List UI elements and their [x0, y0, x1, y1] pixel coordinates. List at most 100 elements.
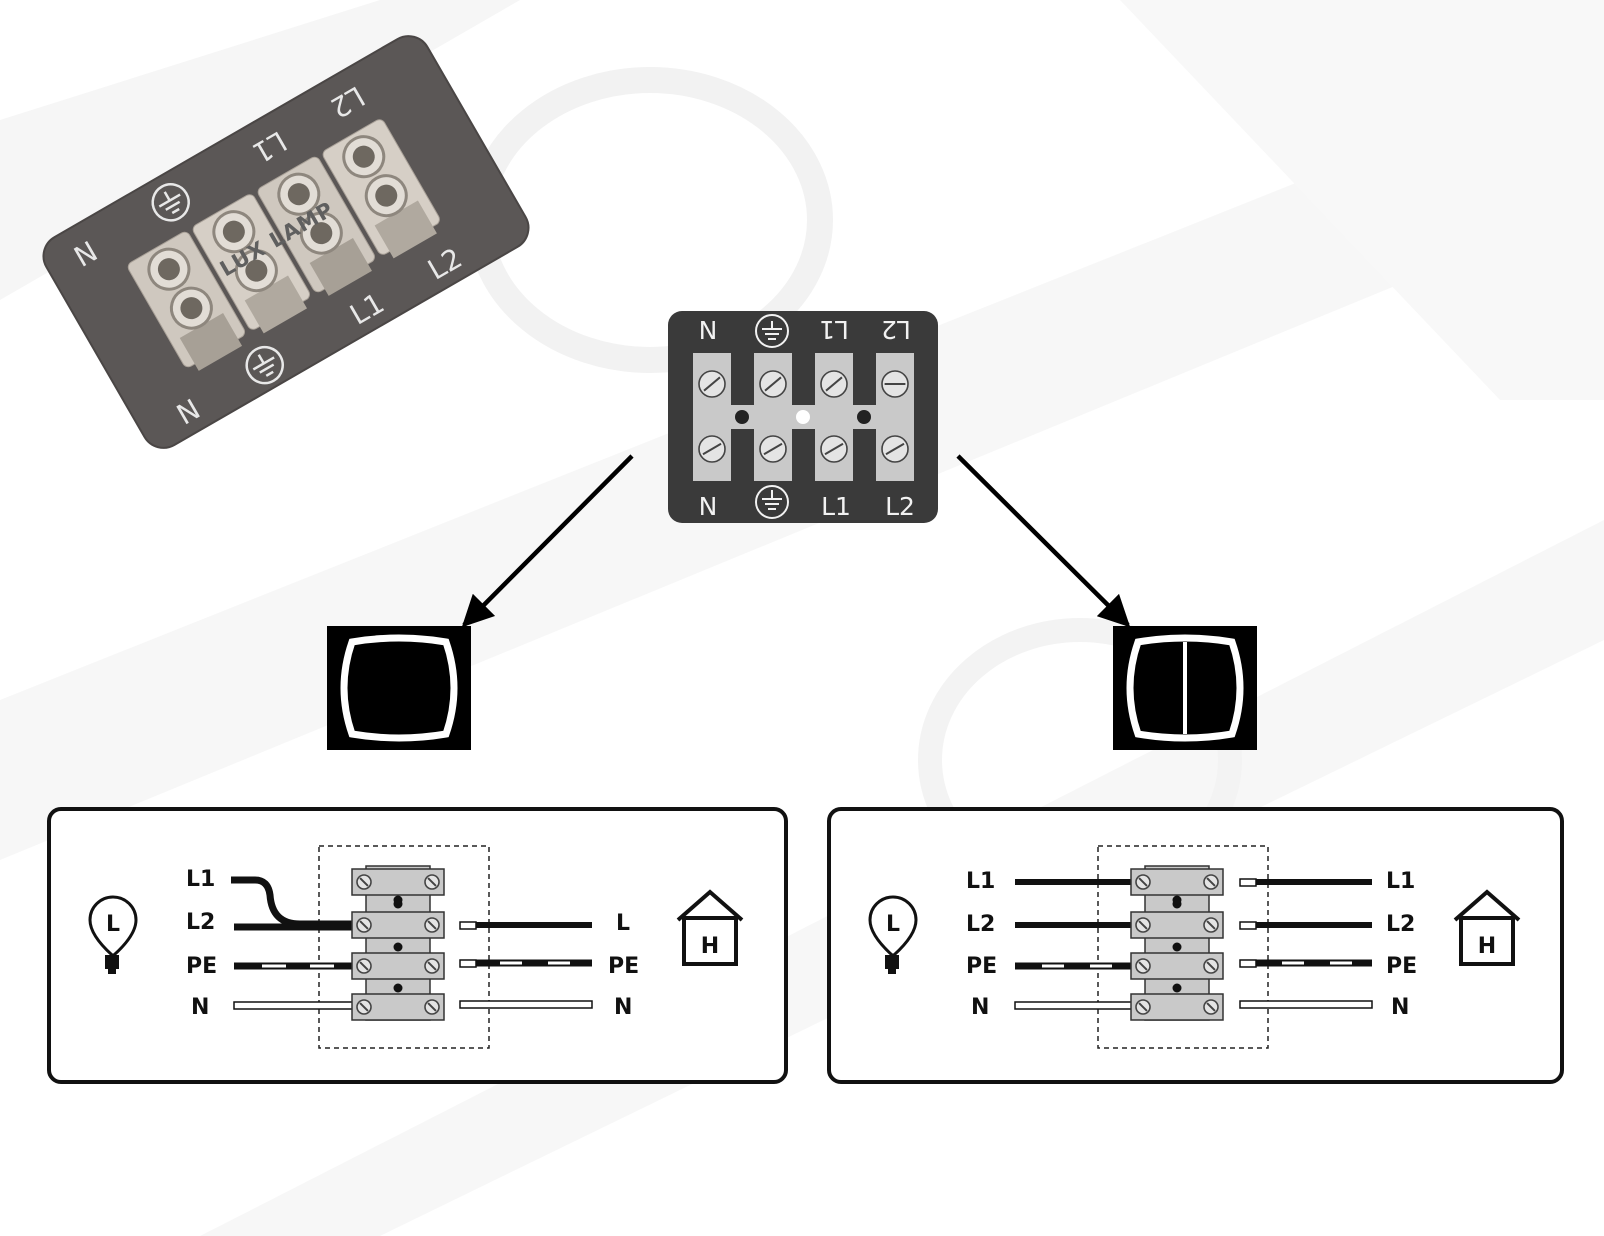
panel-bottom-ground-icon [755, 485, 789, 519]
screw-icon [356, 958, 372, 974]
screw-slot [427, 961, 437, 971]
screw-icon [1203, 958, 1219, 974]
screw-icon [424, 917, 440, 933]
screw-icon [881, 370, 909, 398]
right-terminal-block [1130, 865, 1224, 1021]
screw-slot [1206, 961, 1216, 971]
left-right-label-l: L [616, 911, 630, 936]
screw-slot [1138, 1002, 1148, 1012]
right-label-pe: PE [966, 954, 997, 979]
panel-bottom-label-l2: L2 [885, 492, 915, 521]
arrow-to-double-switch [956, 454, 1131, 628]
screw-icon [424, 958, 440, 974]
screw-icon [1135, 917, 1151, 933]
screw-icon [356, 917, 372, 933]
right-lamp-letter: L [886, 912, 900, 937]
screw-icon [1135, 958, 1151, 974]
screw-icon [820, 435, 848, 463]
right-wire-n [1014, 1001, 1143, 1010]
screw-icon [424, 874, 440, 890]
terminal-rivet [1172, 983, 1182, 993]
right-house-letter: H [1478, 934, 1496, 959]
screw-slot [702, 442, 722, 456]
panel-bottom-label-l1: L1 [821, 492, 851, 521]
right-right-label-pe: PE [1386, 954, 1417, 979]
screw-slot [824, 442, 844, 456]
terminal-rivet [393, 895, 403, 905]
screw-slot [359, 877, 369, 887]
screw-icon [424, 999, 440, 1015]
product-screw-sleeves [147, 135, 408, 330]
screw-icon [698, 370, 726, 398]
left-label-l1: L1 [186, 867, 215, 892]
right-junction-box [1097, 845, 1269, 1049]
product-top-ground-icon [151, 183, 190, 222]
panel-screws [698, 370, 909, 463]
screw-slot [1138, 961, 1148, 971]
product-bottom-ground-icon [245, 345, 284, 385]
terminal-rivet [393, 942, 403, 952]
double-switch-icon [1113, 626, 1257, 750]
screw-icon [1203, 999, 1219, 1015]
right-wire-l2-out-stub [1239, 921, 1257, 930]
left-terminal-block [351, 865, 445, 1021]
terminal-rivet [1172, 895, 1182, 905]
screw-slot [1138, 877, 1148, 887]
screw-icon [820, 370, 848, 398]
left-right-label-n: N [614, 995, 632, 1020]
right-wire-n-out [1239, 1000, 1373, 1009]
screw-slot [1206, 920, 1216, 930]
screw-icon [356, 999, 372, 1015]
screw-icon [1135, 999, 1151, 1015]
lamp-icon [88, 895, 138, 974]
left-label-n: N [191, 995, 209, 1020]
panel-top-label-n: N [699, 316, 718, 345]
screw-icon [1135, 874, 1151, 890]
left-right-label-pe: PE [608, 954, 639, 979]
screw-icon [356, 874, 372, 890]
right-right-label-n: N [1391, 995, 1409, 1020]
right-right-label-l1: L1 [1386, 869, 1415, 894]
single-switch-icon [327, 626, 471, 750]
screw-icon [698, 435, 726, 463]
screw-slot [427, 1002, 437, 1012]
left-wire-l-out-stub [459, 921, 477, 930]
right-wire-pe-out-stub [1239, 959, 1257, 968]
single-switch-wiring-diagram: L1 L2 PE N L PE N L H [47, 807, 788, 1084]
panel-bottom-label-n: N [699, 492, 718, 521]
left-wire-pe-out-stub [459, 959, 477, 968]
screw-slot [1206, 1002, 1216, 1012]
arrow-to-single-switch [461, 454, 634, 628]
terminal-panel: N L1 L2 N L1 L2 [668, 311, 938, 523]
screw-slot [885, 442, 905, 456]
screw-slot [359, 961, 369, 971]
screw-icon [759, 370, 787, 398]
screw-slot [1138, 920, 1148, 930]
right-wire-l1-out-stub [1239, 878, 1257, 887]
panel-top-label-l2: L2 [881, 315, 911, 344]
left-label-l2: L2 [186, 910, 215, 935]
screw-slot [763, 442, 783, 456]
left-label-pe: PE [186, 954, 217, 979]
terminal-block-product-image: LUX LAMP N L1 L2 N L1 L2 [42, 35, 530, 449]
double-switch-wiring-diagram: L1 L2 PE N L1 L2 PE N L H [827, 807, 1564, 1084]
left-house-letter: H [701, 934, 719, 959]
terminal-rivet [1172, 942, 1182, 952]
house-icon [1453, 889, 1521, 966]
screw-slot [359, 1002, 369, 1012]
right-label-l1: L1 [966, 869, 995, 894]
panel-top-label-l1: L1 [819, 315, 849, 344]
left-lamp-letter: L [106, 912, 120, 937]
screw-slot [825, 376, 843, 392]
right-right-label-l2: L2 [1386, 912, 1415, 937]
terminal-rivet [393, 983, 403, 993]
screw-icon [881, 435, 909, 463]
screw-icon [1203, 874, 1219, 890]
screw-icon [1203, 917, 1219, 933]
left-wire-n [233, 1001, 363, 1010]
screw-slot [359, 920, 369, 930]
screw-slot [427, 920, 437, 930]
panel-top-ground-icon [755, 314, 789, 348]
screw-slot [764, 376, 782, 392]
